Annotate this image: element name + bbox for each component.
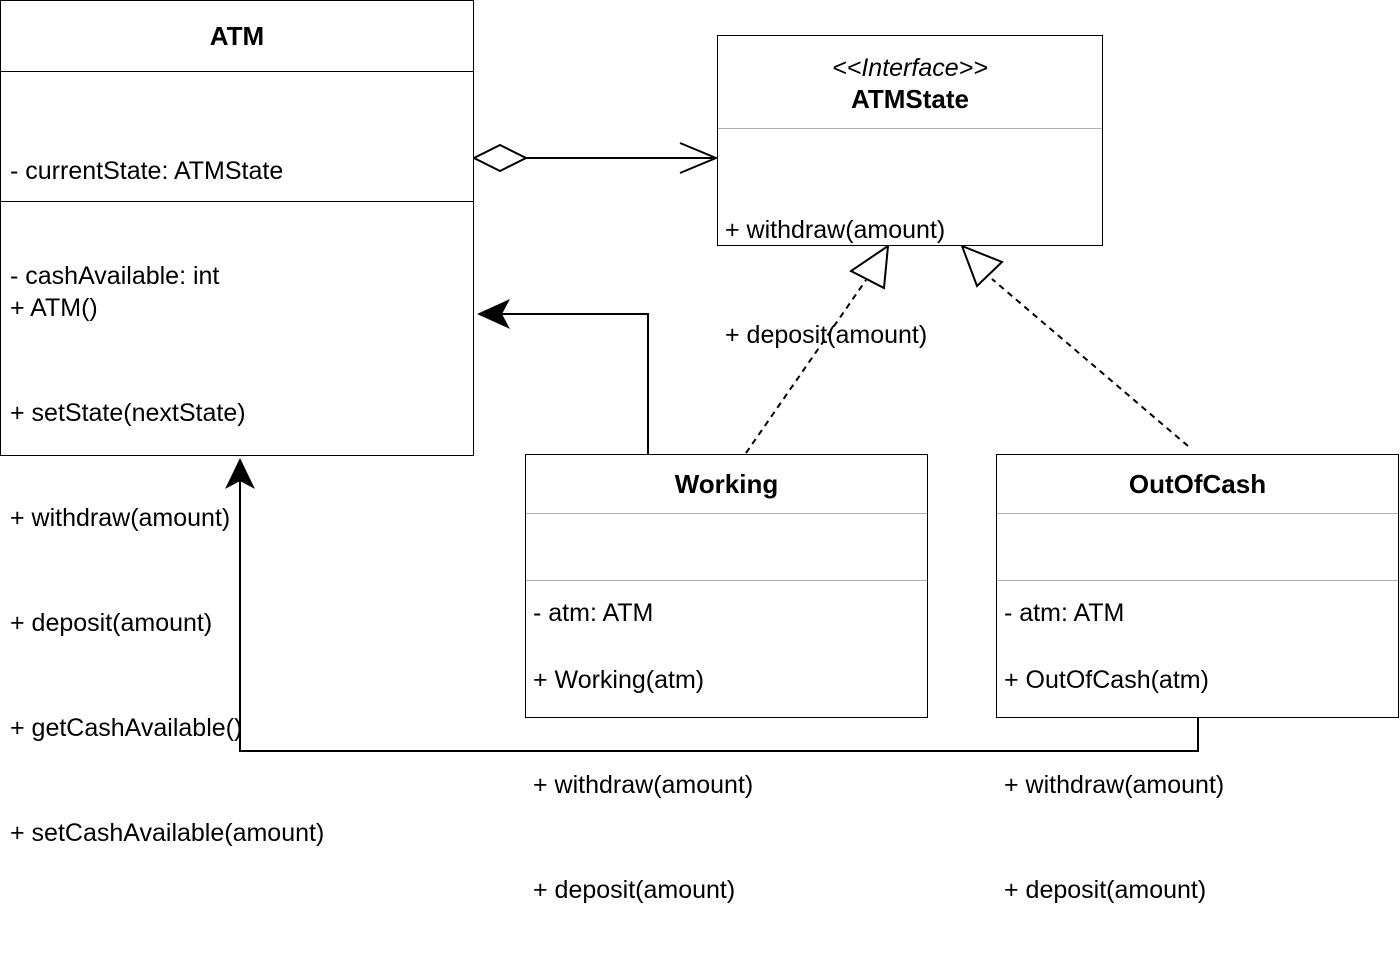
class-working-attributes: - atm: ATM [526, 514, 927, 627]
method: + deposit(amount) [725, 321, 928, 349]
attribute: - atm: ATM [1004, 599, 1125, 627]
class-outofcash-attributes: - atm: ATM [997, 514, 1398, 627]
class-name: ATMState [851, 84, 969, 114]
open-arrowhead-icon [679, 142, 719, 174]
attribute: - atm: ATM [533, 599, 654, 627]
stereotype-label: <<Interface>> [832, 54, 988, 82]
attribute: - cashAvailable: int [10, 262, 220, 290]
method: + withdraw(amount) [725, 216, 946, 244]
method: + withdraw(amount) [10, 504, 231, 532]
aggregation-atm-to-atmstate [471, 142, 719, 174]
filled-arrowhead-icon [477, 299, 510, 329]
method: + deposit(amount) [1004, 876, 1207, 904]
method: + setState(nextState) [10, 399, 246, 427]
method: + getCashAvailable() [10, 714, 243, 742]
class-outofcash-methods: + OutOfCash(atm) + withdraw(amount) + de… [997, 580, 1398, 978]
class-name: Working [674, 469, 779, 499]
method: + OutOfCash(atm) [1004, 666, 1209, 694]
method: + deposit(amount) [533, 876, 736, 904]
class-working-methods: + Working(atm) + withdraw(amount) + depo… [526, 580, 927, 978]
association-outofcash-to-atm [225, 458, 1199, 752]
class-atmstate-title: <<Interface>> ATMState [718, 36, 1102, 129]
class-working-title: Working [526, 455, 927, 514]
method: + setCashAvailable(amount) [10, 819, 325, 847]
class-outofcash[interactable]: OutOfCash - atm: ATM + OutOfCash(atm) + … [996, 454, 1399, 904]
class-name: OutOfCash [1128, 469, 1267, 499]
class-atm-methods: + ATM() + setState(nextState) + withdraw… [1, 201, 473, 921]
aggregation-diamond-icon [471, 143, 529, 173]
class-outofcash-title: OutOfCash [997, 455, 1398, 514]
hollow-triangle-icon [849, 243, 890, 290]
method: + withdraw(amount) [1004, 771, 1225, 799]
method: + Working(atm) [533, 666, 705, 694]
relationship-connectors [225, 142, 1199, 752]
association-working-to-atm [477, 299, 649, 455]
class-atmstate[interactable]: <<Interface>> ATMState + withdraw(amount… [717, 35, 1103, 349]
realization-working-to-atmstate [745, 243, 890, 454]
hollow-triangle-icon [960, 244, 1004, 288]
class-atm-attributes: - currentState: ATMState - cashAvailable… [1, 72, 473, 290]
method: + deposit(amount) [10, 609, 213, 637]
class-atmstate-methods: + withdraw(amount) + deposit(amount) [718, 129, 1102, 423]
realization-outofcash-to-atmstate [960, 244, 1189, 447]
class-name: ATM [209, 21, 265, 51]
method: + ATM() [10, 294, 98, 322]
class-atm-title: ATM [1, 1, 473, 72]
method: + withdraw(amount) [533, 771, 754, 799]
filled-arrowhead-icon [225, 458, 255, 489]
class-working[interactable]: Working - atm: ATM + Working(atm) + with… [525, 454, 928, 904]
attribute: - currentState: ATMState [10, 157, 284, 185]
class-atm[interactable]: ATM - currentState: ATMState - cashAvail… [0, 0, 474, 847]
